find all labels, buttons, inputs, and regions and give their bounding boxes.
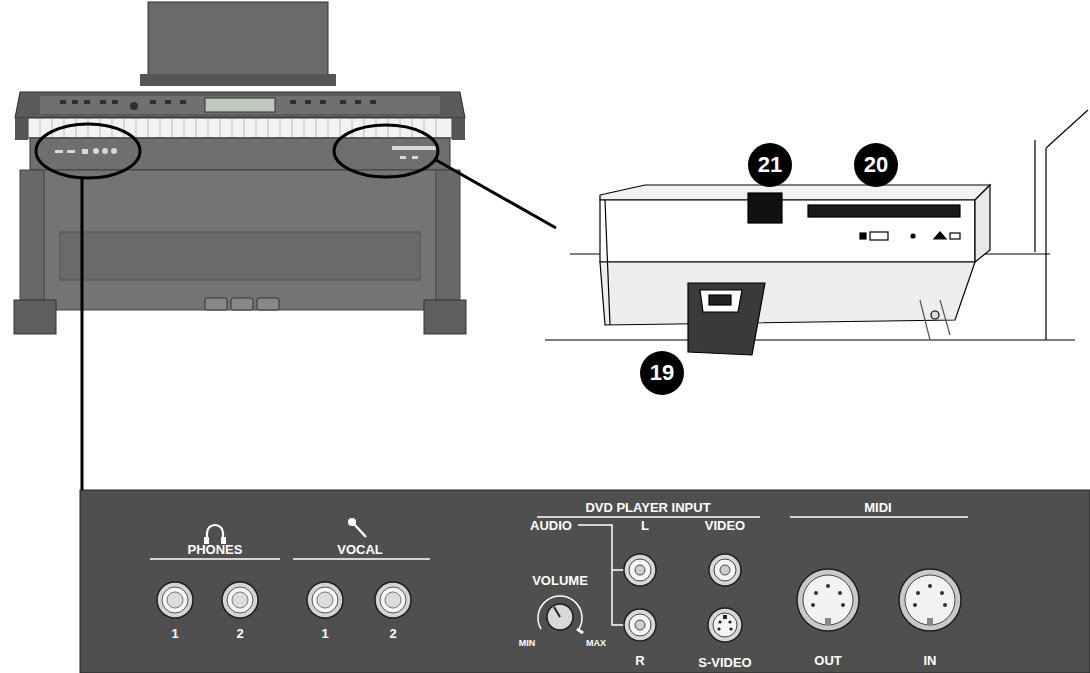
panel-label: PHONES xyxy=(188,543,243,556)
panel-label: 2 xyxy=(236,627,243,640)
panel-label: R xyxy=(635,654,644,667)
callout-number: 20 xyxy=(864,154,888,176)
panel-label: MIDI xyxy=(864,501,891,514)
callout-circle xyxy=(640,351,684,395)
leader-line xyxy=(436,160,556,228)
disc-drive-detail xyxy=(545,110,1088,355)
panel-label: 1 xyxy=(321,627,328,640)
panel-label: VOCAL xyxy=(337,543,383,556)
midi-jacks xyxy=(797,569,961,631)
rca-jacks xyxy=(624,554,741,641)
panel-label: AUDIO xyxy=(530,519,572,532)
panel-label: MAX xyxy=(586,639,606,648)
panel-label: IN xyxy=(924,654,937,667)
phone-jacks xyxy=(157,582,411,618)
callout-circle xyxy=(854,143,898,187)
panel-label: VOLUME xyxy=(532,574,588,587)
panel-label: L xyxy=(641,519,649,532)
s-video-jack xyxy=(708,608,742,642)
panel-label: 2 xyxy=(389,627,396,640)
leader-line xyxy=(81,178,84,490)
callout-number: 21 xyxy=(758,154,782,176)
panel-label: S-VIDEO xyxy=(698,656,751,669)
panel-label: DVD PLAYER INPUT xyxy=(585,501,710,514)
jack-panel: PHONES 1 2 VOCAL 1 2 DVD PLAYER INPUT AUDIO L VID… xyxy=(80,490,1090,673)
callout-circle xyxy=(748,143,792,187)
volume-knob xyxy=(538,596,583,633)
panel-label: VIDEO xyxy=(705,519,745,532)
jack-panel-art xyxy=(80,490,1090,673)
panel-label: OUT xyxy=(814,654,841,667)
callout-number: 19 xyxy=(650,362,674,384)
panel-label: 1 xyxy=(171,627,178,640)
panel-label: MIN xyxy=(519,639,536,648)
